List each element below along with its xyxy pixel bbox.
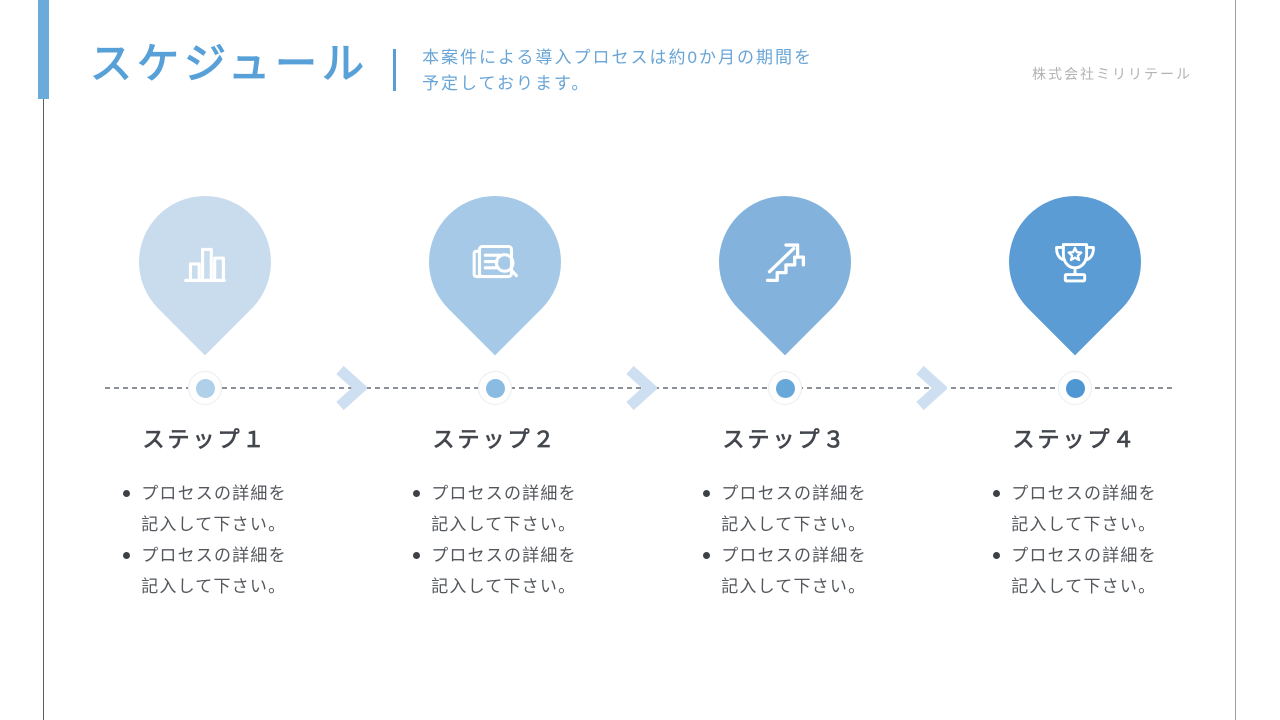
step3-bullets: プロセスの詳細を記入して下さい。 プロセスの詳細を記入して下さい。 — [703, 478, 867, 602]
document-search-icon — [464, 231, 526, 293]
step2-label: ステップ２ — [432, 427, 558, 452]
bullet-item: プロセスの詳細を記入して下さい。 — [993, 478, 1157, 540]
timeline-dashed-line — [105, 387, 1175, 389]
labels-row: ステップ１ ステップ２ ステップ３ ステップ４ — [60, 422, 1220, 454]
left-rule — [43, 99, 44, 720]
subtitle-line-1: 本案件による導入プロセスは約0か月の期間を — [422, 48, 814, 67]
step1-label: ステップ１ — [142, 427, 268, 452]
chevron-right-icon — [623, 365, 659, 416]
trophy-icon — [1044, 231, 1106, 293]
bullet-item: プロセスの詳細を記入して下さい。 — [993, 540, 1157, 602]
bar-chart-icon — [174, 231, 236, 293]
accent-bar — [38, 0, 49, 99]
process-diagram: ステップ１ ステップ２ ステップ３ ステップ４ プロセスの詳細を記入して下さい。… — [60, 150, 1220, 690]
bullets-row: プロセスの詳細を記入して下さい。 プロセスの詳細を記入して下さい。 プロセスの詳… — [60, 478, 1220, 602]
right-rule — [1235, 0, 1236, 720]
step1-bullets: プロセスの詳細を記入して下さい。 プロセスの詳細を記入して下さい。 — [123, 478, 287, 602]
timeline-dot-4 — [1058, 371, 1092, 405]
bullet-dot — [993, 552, 1001, 559]
bullet-dot — [703, 490, 711, 497]
chevron-right-icon — [333, 365, 369, 416]
step4-bullets: プロセスの詳細を記入して下さい。 プロセスの詳細を記入して下さい。 — [993, 478, 1157, 602]
bullet-dot — [703, 552, 711, 559]
slide-header: スケジュール 本案件による導入プロセスは約0か月の期間を 予定しております。 — [90, 40, 813, 98]
step2-bullets: プロセスの詳細を記入して下さい。 プロセスの詳細を記入して下さい。 — [413, 478, 577, 602]
step4-pin — [981, 168, 1169, 356]
step4-label: ステップ４ — [1012, 427, 1138, 452]
bullet-dot — [413, 490, 421, 497]
bullet-item: プロセスの詳細を記入して下さい。 — [703, 478, 867, 540]
timeline-dot-3 — [768, 371, 802, 405]
step1-pin — [111, 168, 299, 356]
timeline-dot-1 — [188, 371, 222, 405]
bullet-dot — [123, 552, 131, 559]
timeline — [60, 365, 1220, 411]
bullet-item: プロセスの詳細を記入して下さい。 — [123, 540, 287, 602]
step3-label: ステップ３ — [722, 427, 848, 452]
bullet-dot — [413, 552, 421, 559]
chevron-right-icon — [913, 365, 949, 416]
bullet-dot — [993, 490, 1001, 497]
bullet-dot — [123, 490, 131, 497]
stairs-growth-icon — [754, 231, 816, 293]
subtitle-line-2: 予定しております。 — [422, 74, 591, 94]
timeline-dot-2 — [478, 371, 512, 405]
company-name: 株式会社ミリリテール — [1032, 66, 1192, 82]
bullet-item: プロセスの詳細を記入して下さい。 — [123, 478, 287, 540]
title-divider — [393, 49, 397, 91]
bullet-item: プロセスの詳細を記入して下さい。 — [703, 540, 867, 602]
pins-row — [60, 168, 1220, 356]
step2-pin — [401, 168, 589, 356]
step3-pin — [691, 168, 879, 356]
page-title: スケジュール — [90, 40, 370, 87]
bullet-item: プロセスの詳細を記入して下さい。 — [413, 478, 577, 540]
bullet-item: プロセスの詳細を記入して下さい。 — [413, 540, 577, 602]
subtitle: 本案件による導入プロセスは約0か月の期間を 予定しております。 — [422, 40, 813, 98]
